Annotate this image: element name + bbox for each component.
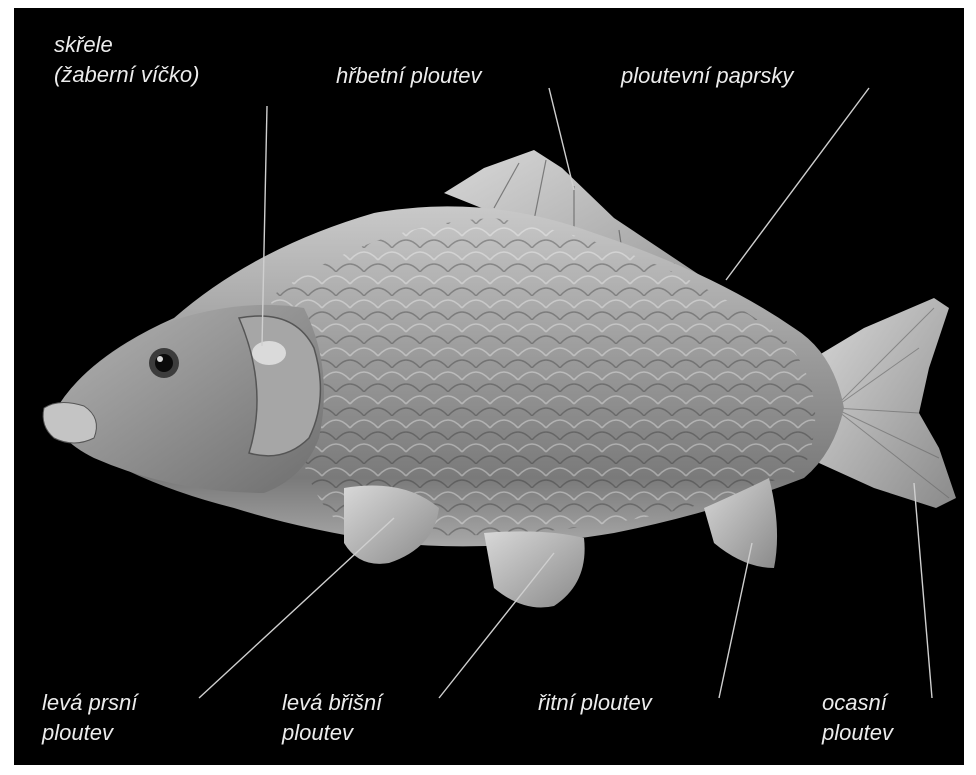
label-pectoral-fin: levá prsní ploutev — [42, 688, 137, 748]
label-anal-fin: řitní ploutev — [538, 688, 652, 718]
leader-line-anal-fin — [719, 543, 752, 698]
leader-line-pectoral-fin — [199, 518, 394, 698]
pelvic-fin — [484, 531, 585, 607]
leader-line-tail-fin — [914, 483, 932, 698]
label-fin-rays: ploutevní paprsky — [621, 61, 793, 91]
label-dorsal-fin: hřbetní ploutev — [336, 61, 482, 91]
diagram-frame: skřele (žaberní víčko) hřbetní ploutev p… — [14, 8, 964, 765]
carp-illustration — [14, 8, 964, 765]
label-gill-cover: skřele (žaberní víčko) — [54, 30, 200, 90]
label-pelvic-fin: levá břišní ploutev — [282, 688, 382, 748]
label-tail-fin: ocasní ploutev — [822, 688, 893, 748]
leader-line-fin-rays — [726, 88, 869, 280]
